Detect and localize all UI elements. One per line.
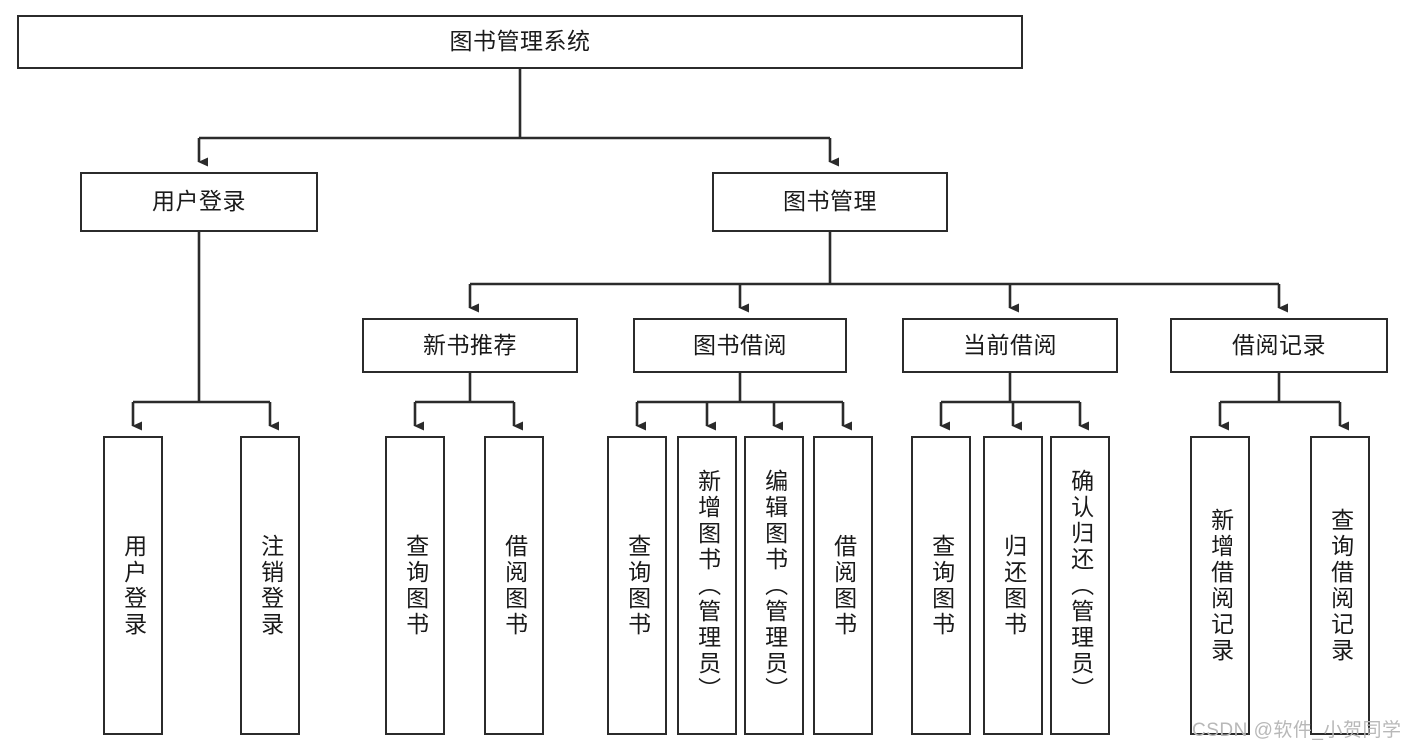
node-label: 图书借阅 (693, 331, 787, 358)
node-label: 注销登录 (257, 533, 284, 638)
node-label: 查询图书 (928, 533, 955, 638)
node-label: 借阅图书 (830, 533, 857, 638)
node-label: 新增图书（管理员） (694, 468, 721, 703)
node-label: 新书推荐 (423, 331, 517, 358)
node-label: 编辑图书（管理员） (761, 468, 788, 703)
node-root[interactable]: 图书管理系统 (17, 15, 1023, 69)
node-l1-book-manage[interactable]: 图书管理 (712, 172, 948, 232)
node-label: 查询图书 (624, 533, 651, 638)
node-label: 图书管理系统 (449, 28, 591, 55)
node-label: 查询图书 (402, 533, 429, 638)
node-l3-b1[interactable]: 查询图书 (385, 436, 445, 735)
node-l2-loan-record[interactable]: 借阅记录 (1170, 318, 1388, 373)
node-label: 新增借阅记录 (1207, 507, 1234, 664)
node-label: 借阅记录 (1232, 331, 1326, 358)
node-l2-current-loan[interactable]: 当前借阅 (902, 318, 1118, 373)
node-l3-c4[interactable]: 借阅图书 (813, 436, 873, 735)
node-l3-a1[interactable]: 用户登录 (103, 436, 163, 735)
node-l3-c2[interactable]: 新增图书（管理员） (677, 436, 737, 735)
node-label: 用户登录 (152, 188, 246, 215)
node-l1-user-login[interactable]: 用户登录 (80, 172, 318, 232)
node-label: 归还图书 (1000, 533, 1027, 638)
node-label: 确认归还（管理员） (1067, 468, 1094, 703)
node-l3-d1[interactable]: 查询图书 (911, 436, 971, 735)
node-l2-new-book-rec[interactable]: 新书推荐 (362, 318, 578, 373)
node-l2-book-borrow[interactable]: 图书借阅 (633, 318, 847, 373)
node-l3-e1[interactable]: 新增借阅记录 (1190, 436, 1250, 735)
node-label: 借阅图书 (501, 533, 528, 638)
node-l3-c3[interactable]: 编辑图书（管理员） (744, 436, 804, 735)
node-label: 当前借阅 (963, 331, 1057, 358)
node-l3-d3[interactable]: 确认归还（管理员） (1050, 436, 1110, 735)
node-label: 用户登录 (120, 533, 147, 638)
node-label: 图书管理 (783, 188, 877, 215)
node-l3-b2[interactable]: 借阅图书 (484, 436, 544, 735)
node-l3-d2[interactable]: 归还图书 (983, 436, 1043, 735)
node-l3-c1[interactable]: 查询图书 (607, 436, 667, 735)
watermark-text: CSDN @软件_小贺同学 (1192, 720, 1402, 741)
node-label: 查询借阅记录 (1327, 507, 1354, 664)
node-l3-e2[interactable]: 查询借阅记录 (1310, 436, 1370, 735)
node-l3-a2[interactable]: 注销登录 (240, 436, 300, 735)
